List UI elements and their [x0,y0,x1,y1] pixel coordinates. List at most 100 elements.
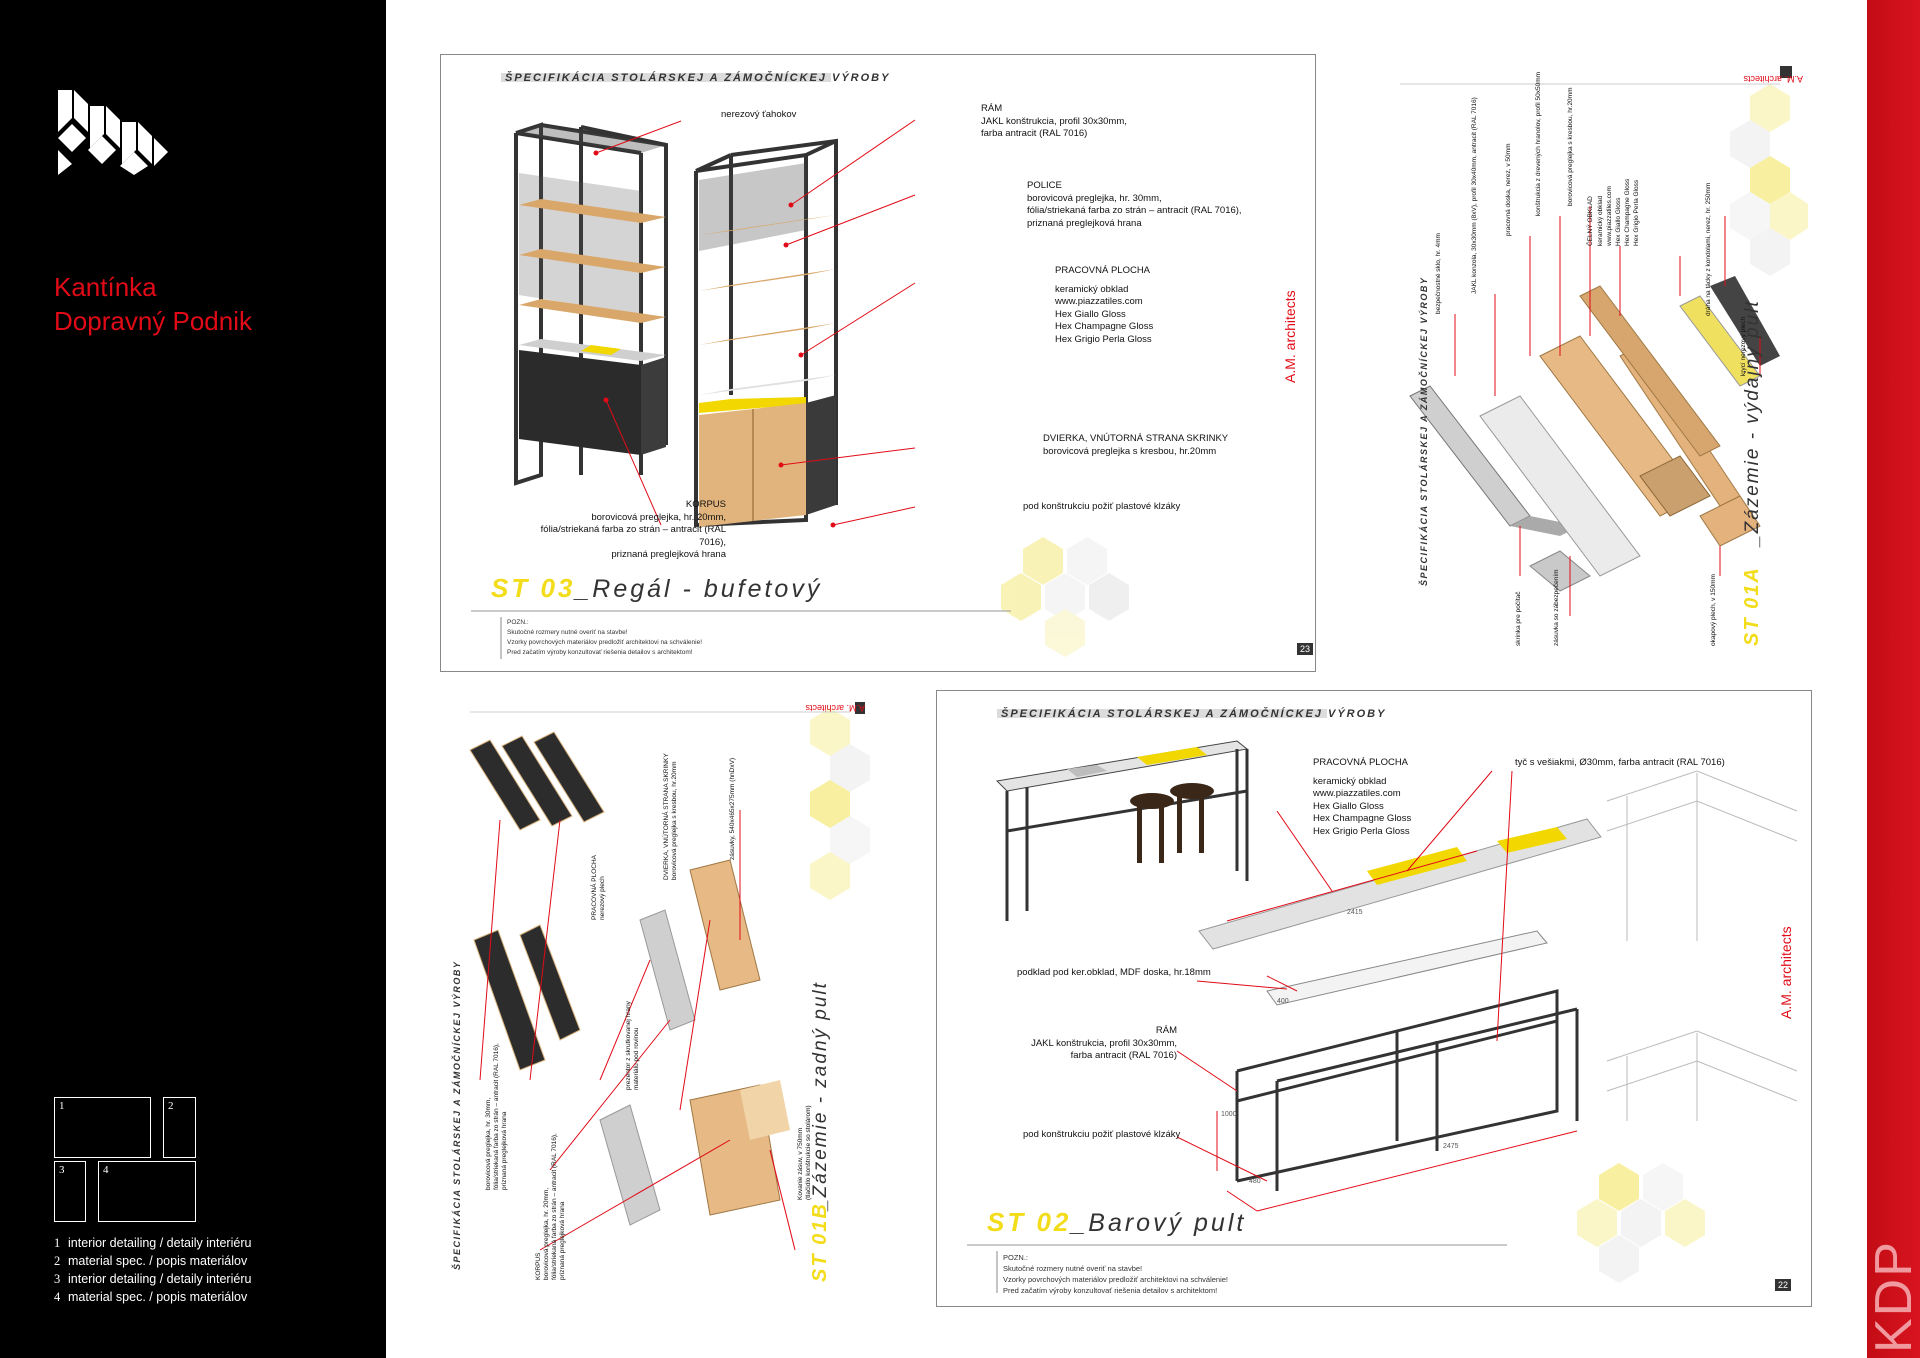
regal-right-shelf3 [699,323,836,345]
regal-right-illustration [694,138,838,528]
sheet4-plocha-l2: www.piazzatiles.com [1313,788,1401,799]
sheet3-label-5: prezentor z skrutkovanej hrany [625,1000,632,1090]
sheet3-label-15: priznaná preglejková hrana [559,1201,566,1280]
project-title-line1: Kantínka [54,272,157,302]
bar-top [995,740,1249,792]
regal-left-mesh-back [519,173,641,315]
svg-text:A.M. architects: A.M. architects [1778,926,1794,1019]
legend-box-2-label: 2 [168,1100,174,1112]
mdf-board [1266,930,1548,1006]
bar-frame-exploded [1235,989,1579,1191]
sheet3-label-1: borovicová preglejka s kresbou, hr.20mm [671,761,678,880]
exploded-panels-bottom [473,924,581,1071]
sheet2-label-1: JAKL konzola, 30x30mm (8xV), profil 30x4… [1471,97,1478,294]
sheet2-label-10: Hex Grigio Perla Gloss [1633,179,1640,246]
regal-left-shelf1 [519,199,666,223]
regal-right-mesh [699,163,806,251]
sheet3-label-14: fólia/striekaná farba zo strán – antraci… [551,1133,558,1280]
dim-1000: 1000 [1221,1111,1237,1118]
legend-box-4-label: 4 [103,1164,109,1176]
sheet4-plocha-l3: Hex Giallo Gloss [1313,800,1384,812]
svg-text:A.M. architects: A.M. architects [1282,290,1298,383]
legend-box-1-label: 1 [59,1100,65,1112]
kdp-mark: KDP [1867,1240,1920,1353]
sheet-st01b: ŠPECIFIKÁCIA STOLÁRSKEJ A ZÁMOČNÍCKEJ VÝ… [440,690,880,1290]
sheet4-ram-title: RÁM [1155,1025,1177,1036]
sheet1-note: POZN.: Skutočné rozmery nutné overiť na … [507,618,702,658]
sheet3-drawing [469,702,870,1251]
sheet1-police-l1: borovicová preglejka, hr. 30mm, [1027,192,1162,204]
sheet1-leader-lines [593,119,916,528]
sheet3-label-8: (tlačidlo konštrukcie so stolárom) [805,1105,812,1200]
sheet4-note-l1: Skutočné rozmery nutné overiť na stavbe! [1003,1264,1143,1273]
sheet2-st-code: ST 01A [1741,566,1763,646]
sheet4-plocha-title: PRACOVNÁ PLOCHA [1313,757,1409,768]
sheet2-st-title: _Zázemie - výdajný pult [1742,299,1763,548]
bar-frame [1005,749,1249,921]
sheet-st01a: ŠPECIFIKÁCIA STOLÁRSKEJ A ZÁMOČNÍCKEJ VÝ… [1380,56,1808,656]
legend-box-3-label: 3 [59,1164,65,1176]
legend-box-3: 3 [54,1161,86,1222]
regal-left-shelf2 [519,249,666,273]
dim-2415: 2415 [1347,909,1363,916]
sheet1-brand: A.M. architects [1282,290,1298,383]
sheet2-label-9: Hex Champagne Gloss [1624,178,1631,246]
sheet3-label-2: zásuvky, 540x465x275mm (hnDxV) [729,758,736,860]
dim-480: 480 [1249,1178,1261,1185]
sheet4-note-l2: Vzorky povrchových materiálov predložiť … [1003,1275,1228,1284]
legend-box-4: 4 [98,1161,196,1222]
sheet1-anno-dvierka: DVIERKA, VNÚTORNÁ STRANA SKRINKY borovic… [1043,433,1228,458]
counter-tray-rail [1710,276,1780,366]
sheet1-ram-l2: farba antracit (RAL 7016) [981,128,1088,139]
legend-item-1-num: 1 [54,1236,61,1250]
sheet4-note: POZN.: Skutočné rozmery nutné overiť na … [1003,1252,1228,1296]
bar-stools [1130,783,1214,863]
sheet2-labels: ŠPECIFIKÁCIA STOLÁRSKEJ A ZÁMOČNÍCKEJ VÝ… [1418,72,1803,646]
sheet3-st-title: _Zázemie - zadný pult [810,981,831,1212]
kdp-text: KDP [1867,1240,1920,1353]
sheet4-ram-l1: JAKL konštrukcia, profil 30x30mm, [1031,1037,1177,1049]
sheet1-st-code: ST 03 [491,573,576,603]
hex-pattern-decor [1577,1163,1705,1283]
sheet3-header: ŠPECIFIKÁCIA STOLÁRSKEJ A ZÁMOČNÍCKEJ VÝ… [451,961,462,1270]
sheet3-label-0: DVIERKA, VNÚTORNÁ STRANA SKRINKY [661,753,670,880]
sheet2-label-7: www.piazzatiles.com [1606,186,1613,247]
legend-box-2: 2 [163,1097,196,1158]
sheet3-st-code: ST 01B [809,1202,831,1282]
am-logo [58,90,168,175]
sheet1-title: ST 03_Regál - bufetový [491,573,822,604]
sheet1-st-title: _Regál - bufetový [575,575,823,603]
regal-left-shelf3 [519,299,666,323]
regal-right-top-tiles [699,375,836,395]
project-title: Kantínka Dopravný Podnik [54,270,252,338]
sheet3-label-7: Kovanie zásuv, v 750mm [797,1128,804,1200]
sheet1-note-l3: Pred začatím výroby konzultovať riešenia… [507,649,693,656]
sheet-st03: ŠPECIFIKÁCIA STOLÁRSKEJ A ZÁMOČNÍCKEJ VÝ… [440,54,1316,672]
sheet4-page-number: 22 [1775,1279,1792,1291]
sheet2-label-5: ČELNÝ OBKLAD [1585,196,1594,246]
sheet2-label-6: keramický obklad [1597,195,1604,246]
sheet2-label-13: skrinka pre počítač [1515,591,1522,646]
sheet4-plocha-l1: keramický obklad [1313,775,1387,787]
sheet4-header: ŠPECIFIKÁCIA STOLÁRSKEJ A ZÁMOČNÍCKEJ VÝ… [1001,708,1387,720]
sheet2-header: ŠPECIFIKÁCIA STOLÁRSKEJ A ZÁMOČNÍCKEJ VÝ… [1418,277,1429,586]
sheet4-st-title: _Barový pult [1071,1209,1247,1237]
sheet3-label-12: KORPUS [535,1252,542,1280]
sheet4-leader-lines [1176,770,1513,1182]
dim-400: 400 [1277,998,1289,1005]
sheet4-anno-klzaky: pod konštrukciu požiť plastové klzáky [1023,1129,1181,1140]
sheet2-label-3: konštrukcia z drevených hranolov, profil… [1535,72,1542,216]
sheet4-header-bar [997,709,1327,718]
sheet1-korpus-title: KORPUS [685,499,726,510]
sheet1-police-title: POLICE [1027,180,1062,191]
sheet1-dvierka-l1: borovicová preglejka s kresbou, hr.20mm [1043,445,1217,457]
legend-box-1: 1 [54,1097,151,1158]
counter-steel [1479,395,1641,577]
sheet4-anno-plocha: PRACOVNÁ PLOCHA keramický obklad www.pia… [1313,757,1411,838]
sheet2-label-2: pracovná doska, nerez, v 50mm [1505,144,1512,237]
sheet2-label-0: bezpečnostné sklo, hr. 4mm [1435,233,1442,314]
sheet3-label-6: materiálu pod rovinou [633,1027,640,1090]
